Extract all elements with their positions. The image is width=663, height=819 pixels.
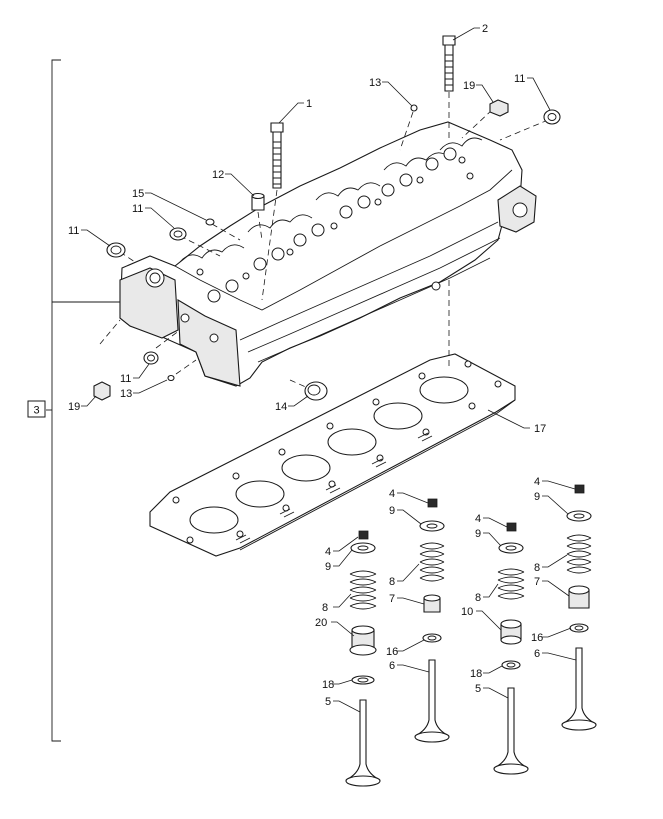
callout-18-a: 18 <box>322 679 334 691</box>
valve-stack-b <box>414 498 450 743</box>
plug-19-top <box>489 99 509 117</box>
callout-18-b: 18 <box>470 668 482 680</box>
callout-14: 14 <box>275 401 287 413</box>
callout-9-b: 9 <box>389 505 395 517</box>
callout-9-d: 9 <box>534 491 540 503</box>
head-gasket <box>149 353 516 557</box>
callout-16-b: 16 <box>531 632 543 644</box>
callout-5-a: 5 <box>325 696 331 708</box>
callout-13-top: 13 <box>369 77 381 89</box>
head-bolt-2 <box>442 35 456 92</box>
callout-11-lower: 11 <box>120 373 131 385</box>
cup-plug-11-c <box>543 109 561 125</box>
alignment-lines <box>99 92 549 389</box>
plug-13-top <box>410 104 418 112</box>
callout-numbers: 1 2 13 19 11 12 15 11 11 11 13 19 14 17 … <box>68 23 546 708</box>
callout-8-d: 8 <box>534 562 540 574</box>
group-bracket: 3 <box>27 59 120 742</box>
callout-6-a: 6 <box>389 660 395 672</box>
cup-plug-11-d <box>143 351 159 365</box>
callout-20: 20 <box>315 617 327 629</box>
callout-4-a: 4 <box>325 546 331 558</box>
valve-stack-c <box>493 522 529 775</box>
callout-17: 17 <box>534 423 546 435</box>
callout-2: 2 <box>482 23 488 35</box>
callout-1: 1 <box>306 98 312 110</box>
callout-8-a: 8 <box>322 602 328 614</box>
callout-19-top: 19 <box>463 80 475 92</box>
valve-stack-a <box>345 530 381 787</box>
callout-6-b: 6 <box>534 648 540 660</box>
callout-5-b: 5 <box>475 683 481 695</box>
group-label: 3 <box>33 405 39 417</box>
cylinder-head <box>119 121 537 387</box>
callout-4-c: 4 <box>475 513 481 525</box>
callout-19-bottom: 19 <box>68 401 80 413</box>
callout-8-c: 8 <box>475 592 481 604</box>
dowel-12 <box>251 192 265 211</box>
callout-11-upper: 11 <box>132 203 143 215</box>
callout-10: 10 <box>461 606 473 618</box>
callout-13-bottom: 13 <box>120 388 132 400</box>
callout-8-b: 8 <box>389 576 395 588</box>
plug-19-bottom <box>93 381 111 401</box>
head-valve-ports <box>196 147 474 303</box>
head-bolt-1 <box>270 122 284 189</box>
callout-11-right: 11 <box>514 73 525 85</box>
valve-stack-d <box>561 484 597 731</box>
cup-plug-11-a <box>106 242 126 258</box>
plug-13-bottom <box>167 374 175 382</box>
callout-12: 12 <box>212 169 224 181</box>
callout-11-left: 11 <box>68 225 79 237</box>
callout-4-d: 4 <box>534 476 540 488</box>
gasket-bolt-holes <box>172 360 502 544</box>
callout-9-c: 9 <box>475 528 481 540</box>
callout-7-b: 7 <box>534 576 540 588</box>
group-label-box <box>27 400 46 418</box>
plug-14 <box>304 381 328 401</box>
callout-7-a: 7 <box>389 593 395 605</box>
callout-9-a: 9 <box>325 561 331 573</box>
cup-plug-11-b <box>169 227 187 241</box>
plug-15 <box>205 218 215 226</box>
callout-4-b: 4 <box>389 488 395 500</box>
leader-lines <box>81 27 577 713</box>
callout-15: 15 <box>132 188 144 200</box>
callout-16-a: 16 <box>386 646 398 658</box>
